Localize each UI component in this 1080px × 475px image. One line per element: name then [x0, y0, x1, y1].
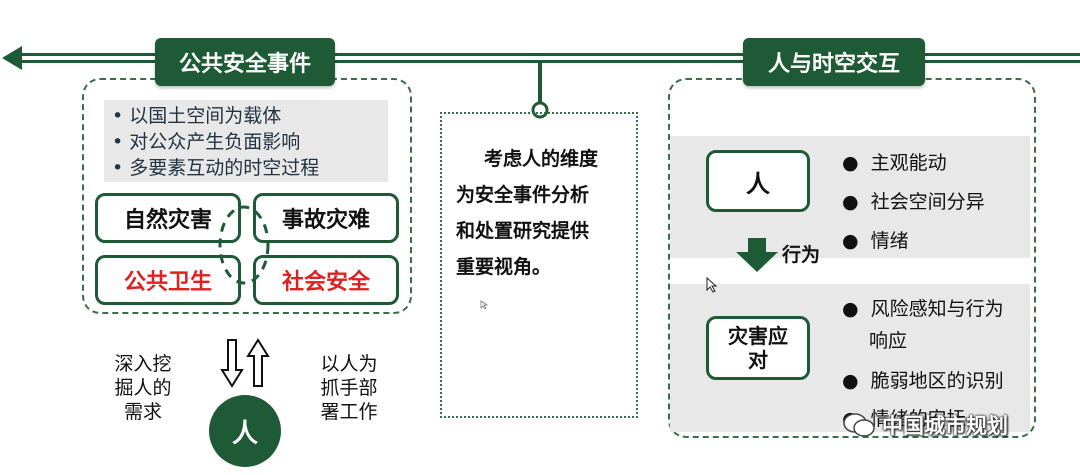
bullet-item: • 多要素互动的时空过程: [112, 157, 320, 179]
cursor-icon: [480, 300, 488, 310]
down-arrow-icon: [736, 238, 778, 272]
person-box: 人: [706, 150, 810, 212]
left-bullet-list: • 以国土空间为载体 • 对公众产生负面影响 • 多要素互动的时空过程: [112, 103, 319, 181]
bullet-item: ● 社会空间分异: [842, 191, 985, 213]
bidirectional-arrows-icon: [220, 338, 270, 388]
left-bullets-band: [104, 100, 388, 182]
bullet-item: ● 情绪: [842, 230, 909, 252]
bullet-item: ● 脆弱地区的识别: [842, 370, 1004, 392]
center-box: [440, 112, 638, 418]
response-bullets: ● 风险感知与行为 响应 ● 脆弱地区的识别 ● 情绪的安抚: [842, 296, 1004, 432]
behavior-label: 行为: [782, 244, 821, 266]
cursor-icon: [706, 277, 718, 293]
right-side-text: 以人为 抓手部 署工作: [320, 353, 378, 423]
chat-bubbles-icon: [843, 413, 875, 437]
bullet-item: 响应: [869, 330, 908, 352]
type-social-security: 社会安全: [253, 255, 399, 305]
bullet-item: ● 主观能动: [842, 152, 947, 174]
left-tag: 公共安全事件: [155, 38, 335, 86]
timeline-arrow: [2, 46, 1080, 70]
person-bullets: ● 主观能动 ● 社会空间分异 ● 情绪: [842, 150, 985, 254]
right-tag: 人与时空交互: [743, 38, 925, 86]
bullet-item: • 以国土空间为载体: [112, 105, 282, 127]
watermark: 中国城市规划: [842, 410, 1008, 440]
response-box: 灾害应 对: [706, 316, 810, 380]
type-natural-disaster: 自然灾害: [95, 193, 241, 243]
center-statement: 考虑人的维度 为安全事件分析 和处置研究提供 重要视角。: [456, 148, 599, 278]
person-circle: 人: [209, 395, 281, 467]
types-link-ring: [218, 205, 270, 285]
type-accident-disaster: 事故灾难: [253, 193, 399, 243]
left-side-text: 深入挖 掘人的 需求: [114, 353, 172, 423]
bullet-item: ● 风险感知与行为: [842, 298, 1004, 320]
type-public-health: 公共卫生: [95, 255, 241, 305]
bullet-item: • 对公众产生负面影响: [112, 131, 301, 153]
